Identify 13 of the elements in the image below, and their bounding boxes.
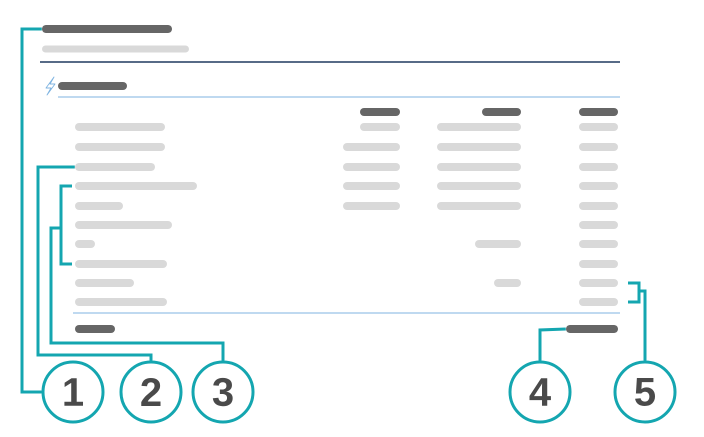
leader-line — [50, 184, 224, 360]
placeholder-bar — [566, 325, 618, 333]
placeholder-bar — [75, 163, 155, 171]
callout-number: 2 — [120, 360, 182, 424]
callout-number: 3 — [192, 360, 254, 424]
callout-number: 4 — [508, 360, 572, 424]
callout-number: 1 — [42, 360, 104, 424]
placeholder-bar — [42, 25, 172, 33]
leader-line — [20, 28, 42, 394]
leader-line — [36, 166, 152, 360]
leader-line — [538, 328, 566, 360]
callout-number: 5 — [614, 360, 676, 424]
leader-line — [628, 282, 646, 360]
